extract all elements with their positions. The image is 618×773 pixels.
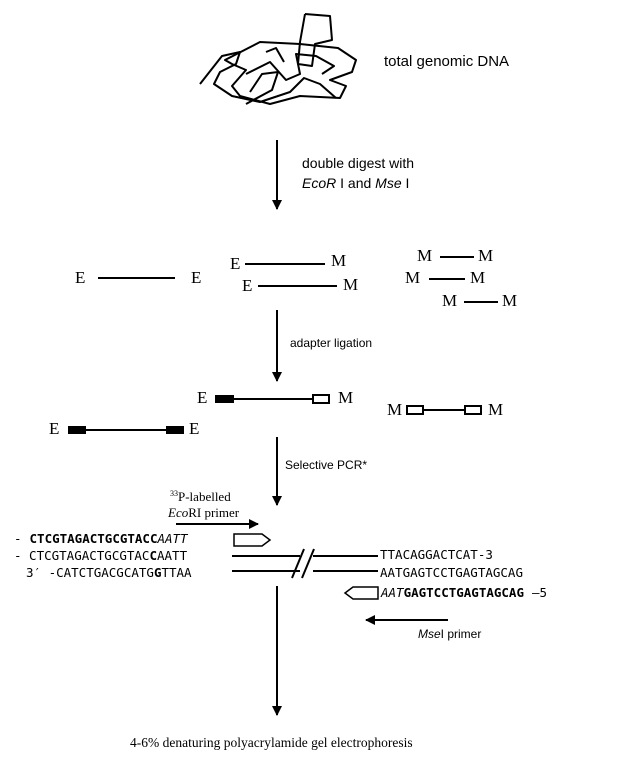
total-genomic-dna-label: total genomic DNA (384, 53, 509, 70)
selective-pcr-label: Selective PCR* (285, 458, 367, 472)
end-label-m: M (470, 268, 485, 287)
digested-fragments (98, 256, 498, 303)
eco-adapter (215, 395, 234, 403)
end-label-m: M (502, 291, 517, 310)
end-label-e: E (49, 419, 59, 438)
eco-primer-label-line2: EcoRI primer (167, 505, 240, 520)
eco-adapter (166, 426, 184, 434)
mse-bold-seq: GAGTCCTGAGTAGCAG (404, 585, 524, 600)
mse-italic-seq: AAT (380, 585, 405, 600)
mse-primer-arrow-box-icon (343, 586, 379, 600)
eco-primer-suffix: RI primer (188, 505, 240, 520)
end-label-m: M (405, 268, 420, 287)
primer-dash: - (14, 531, 22, 546)
break-mark (291, 548, 305, 579)
eco-primer-arrow-box-icon (233, 533, 272, 547)
break-mark (301, 548, 315, 579)
primer-italic-seq: AATT (156, 531, 189, 546)
eco-primer-label-line1: 33P-labelled (170, 489, 231, 504)
bottom-strand-suffix: TTAA (161, 565, 192, 580)
bottom-strand-left: 3′ -CATCTGACGCATGGTTAA (26, 565, 192, 580)
end-label-m: M (343, 275, 358, 294)
mse-end: —5 (532, 585, 547, 600)
primer-bold-seq: CTCGTAGACTGCGTACC (30, 531, 158, 546)
end-label-e: E (75, 268, 85, 287)
mse-enzyme-name: Mse (375, 175, 402, 191)
adapter-ligation-label: adapter ligation (290, 336, 372, 350)
end-label-e: E (242, 276, 252, 295)
top-strand-prefix: - CTCGTAGACTGCGTAC (14, 548, 149, 563)
end-label-e: E (191, 268, 201, 287)
and-text: I and (336, 175, 375, 191)
end-label-m: M (442, 291, 457, 310)
end-label-m: M (488, 400, 503, 419)
eco-adapter (68, 426, 86, 434)
enzyme-names-label: EcoR I and Mse I (302, 175, 409, 191)
eco-primer-sequence: -CTCGTAGACTGCGTACCAATT (14, 531, 189, 546)
mse-primer-label: MseI primer (418, 627, 481, 641)
ligation-end-labels: E M E E M M (49, 388, 503, 438)
end-label-m: M (331, 251, 346, 270)
end-label-e: E (197, 388, 207, 407)
end-label-e: E (230, 254, 240, 273)
ecor-enzyme-name: EcoR (302, 175, 336, 191)
end-label-m: M (417, 246, 432, 265)
bottom-strand-right: AATGAGTCCTGAGTAGCAG (380, 565, 523, 580)
template-duplex-lines (232, 548, 378, 579)
mse-adapter (464, 405, 482, 415)
top-strand-right: TTACAGGACTCAT-3 (380, 547, 493, 562)
electrophoresis-label: 4-6% denaturing polyacrylamide gel elect… (130, 735, 413, 750)
mse-primer-suffix: I primer (441, 627, 482, 641)
double-digest-label: double digest with (302, 155, 414, 171)
top-selective-base: C (149, 548, 157, 563)
end-label-m: M (338, 388, 353, 407)
end-label-m: M (387, 400, 402, 419)
genomic-dna-tangle-icon (199, 13, 357, 105)
top-strand-left: - CTCGTAGACTGCGTACCAATT (14, 548, 188, 563)
bottom-selective-base: G (154, 565, 162, 580)
mse-adapter (312, 394, 330, 404)
labelled-text: P-labelled (178, 489, 231, 504)
end-label-e: E (189, 419, 199, 438)
digest-end-labels: E E E M E M M M M M M M (75, 246, 517, 310)
isotope-superscript: 33 (170, 489, 178, 498)
end-label-m: M (478, 246, 493, 265)
top-strand-suffix: AATT (157, 548, 188, 563)
bottom-strand-prefix: 3′ -CATCTGACGCATG (26, 565, 154, 580)
mse-primer-sequence: AATGAGTCCTGAGTAGCAG —5 (380, 585, 547, 600)
mse-primer-italic: Mse (418, 627, 441, 641)
enzyme-suffix: I (402, 175, 410, 191)
ligated-fragments (68, 394, 482, 434)
mse-adapter (406, 405, 424, 415)
eco-italic: Eco (167, 505, 189, 520)
